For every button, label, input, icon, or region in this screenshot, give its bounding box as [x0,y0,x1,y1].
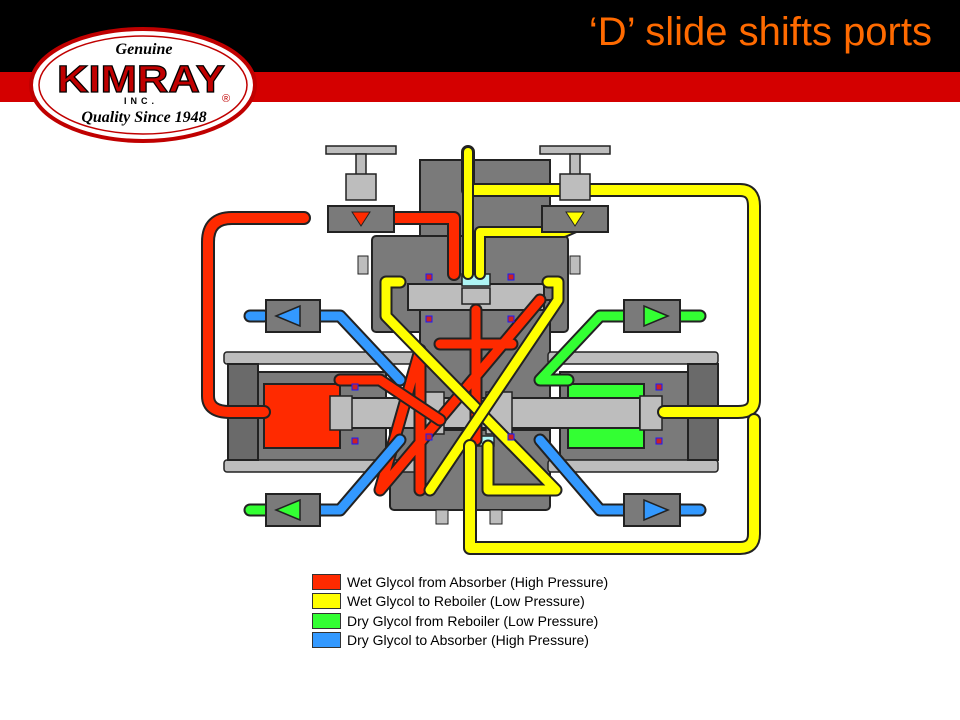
o-ring-seals [351,273,663,445]
legend-swatch-red [312,573,341,590]
logo-genuine-text: Genuine [116,41,173,58]
wet-glycol-high-pressure-line [201,211,547,497]
legend: Wet Glycol from Absorber (High Pressure)… [312,572,608,650]
dry-glycol-high-pressure-line [243,309,707,517]
legend-item-dry-low: Dry Glycol from Reboiler (Low Pressure) [312,611,608,631]
check-valve-lower-left [265,493,321,527]
legend-swatch-green [312,612,341,629]
pump-diagram [201,145,761,555]
wet-glycol-low-pressure-line [379,145,761,555]
check-valve-lower-right [623,493,681,527]
legend-item-wet-high: Wet Glycol from Absorber (High Pressure) [312,572,608,592]
legend-label: Dry Glycol from Reboiler (Low Pressure) [347,612,599,629]
needle-valve-right [539,145,611,233]
check-valve-upper-left [265,299,321,333]
legend-swatch-yellow [312,593,341,610]
needle-valve-left [325,145,397,233]
kimray-logo: Genuine KIMRAY INC. ® Quality Since 1948 [29,27,257,143]
legend-swatch-blue [312,632,341,649]
legend-label: Wet Glycol from Absorber (High Pressure) [347,573,609,590]
logo-brand-text: KIMRAY [57,59,225,101]
logo-registered-mark: ® [222,93,230,105]
page-title: ‘D’ slide shifts ports [588,10,932,54]
legend-item-dry-high: Dry Glycol to Absorber (High Pressure) [312,631,608,651]
legend-label: Dry Glycol to Absorber (High Pressure) [347,632,589,649]
legend-label: Wet Glycol to Reboiler (Low Pressure) [347,593,585,610]
logo-inc-text: INC. [124,96,158,106]
legend-item-wet-low: Wet Glycol to Reboiler (Low Pressure) [312,592,608,612]
logo-tagline-text: Quality Since 1948 [81,109,206,126]
check-valve-upper-right [623,299,681,333]
